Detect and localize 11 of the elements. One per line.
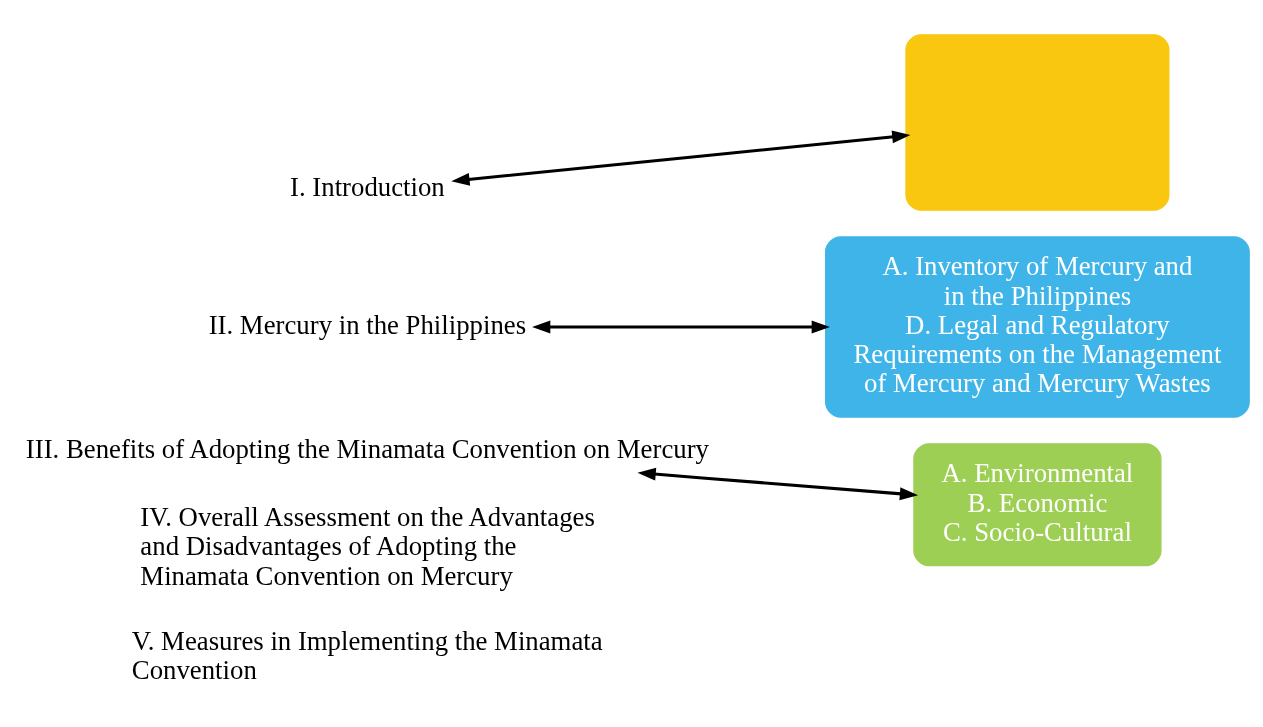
arrow [451,130,911,186]
arrow [532,320,830,334]
node-box: A. Inventory of Mercury and in the Philippines D. Legal and Regulatory Requirements on the Management of Mercury and Mercury Wastes [825,236,1250,418]
node-text: II. Mercury in the Philippines [208,309,527,340]
label: V. Measures in Implementing the Minamata Convention [131,626,603,686]
label: IV. Overall Assessment on the Advantages and Disadvantages of Adopting the Minamata Convention on Mercury [140,502,595,591]
node-box [905,34,1170,211]
node-text: I. Introduction [290,172,445,203]
node-box: A. Environmental B. Economic C. Socio-Cultural [913,443,1162,567]
arrow [637,467,919,501]
node-text: III. Benefits of Adopting the Minamata Convention on Mercury [25,433,709,464]
